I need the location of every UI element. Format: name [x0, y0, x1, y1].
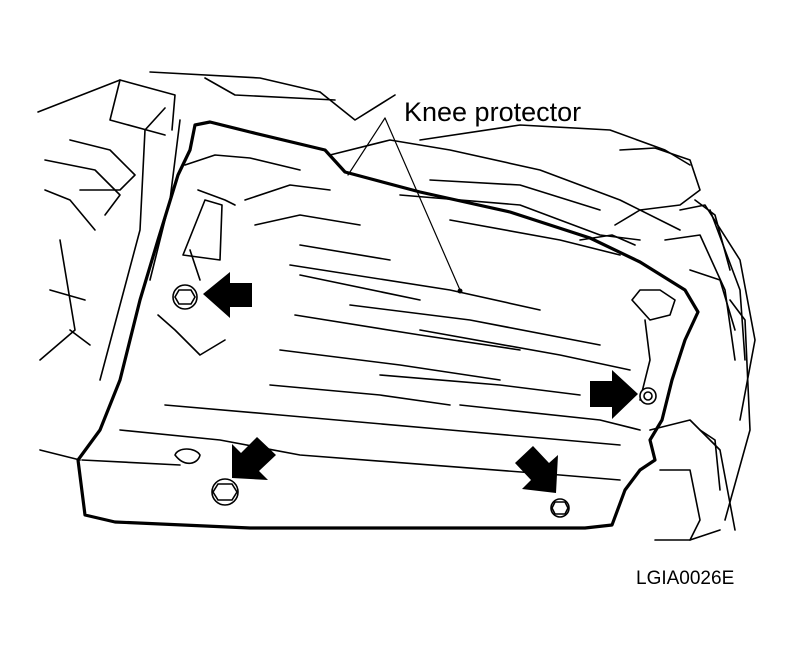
panel-surface-lines — [81, 154, 676, 481]
arrow-lower-left-icon — [232, 437, 276, 480]
figure-code: LGIA0026E — [636, 568, 734, 589]
arrow-upper-left-icon — [203, 272, 252, 318]
knee-protector-panel — [76, 120, 700, 530]
knee-protector-label: Knee protector — [404, 97, 581, 127]
arrow-right-icon — [590, 370, 638, 419]
dashboard-surroundings — [37, 71, 756, 541]
bolt-lower-right-icon — [550, 498, 570, 518]
arrow-lower-right-icon — [515, 446, 558, 493]
bolt-lower-left-icon — [211, 478, 239, 506]
bolt-right-icon — [639, 387, 657, 405]
knee-protector-leader — [347, 117, 463, 294]
bolt-upper-left-icon — [172, 284, 198, 310]
